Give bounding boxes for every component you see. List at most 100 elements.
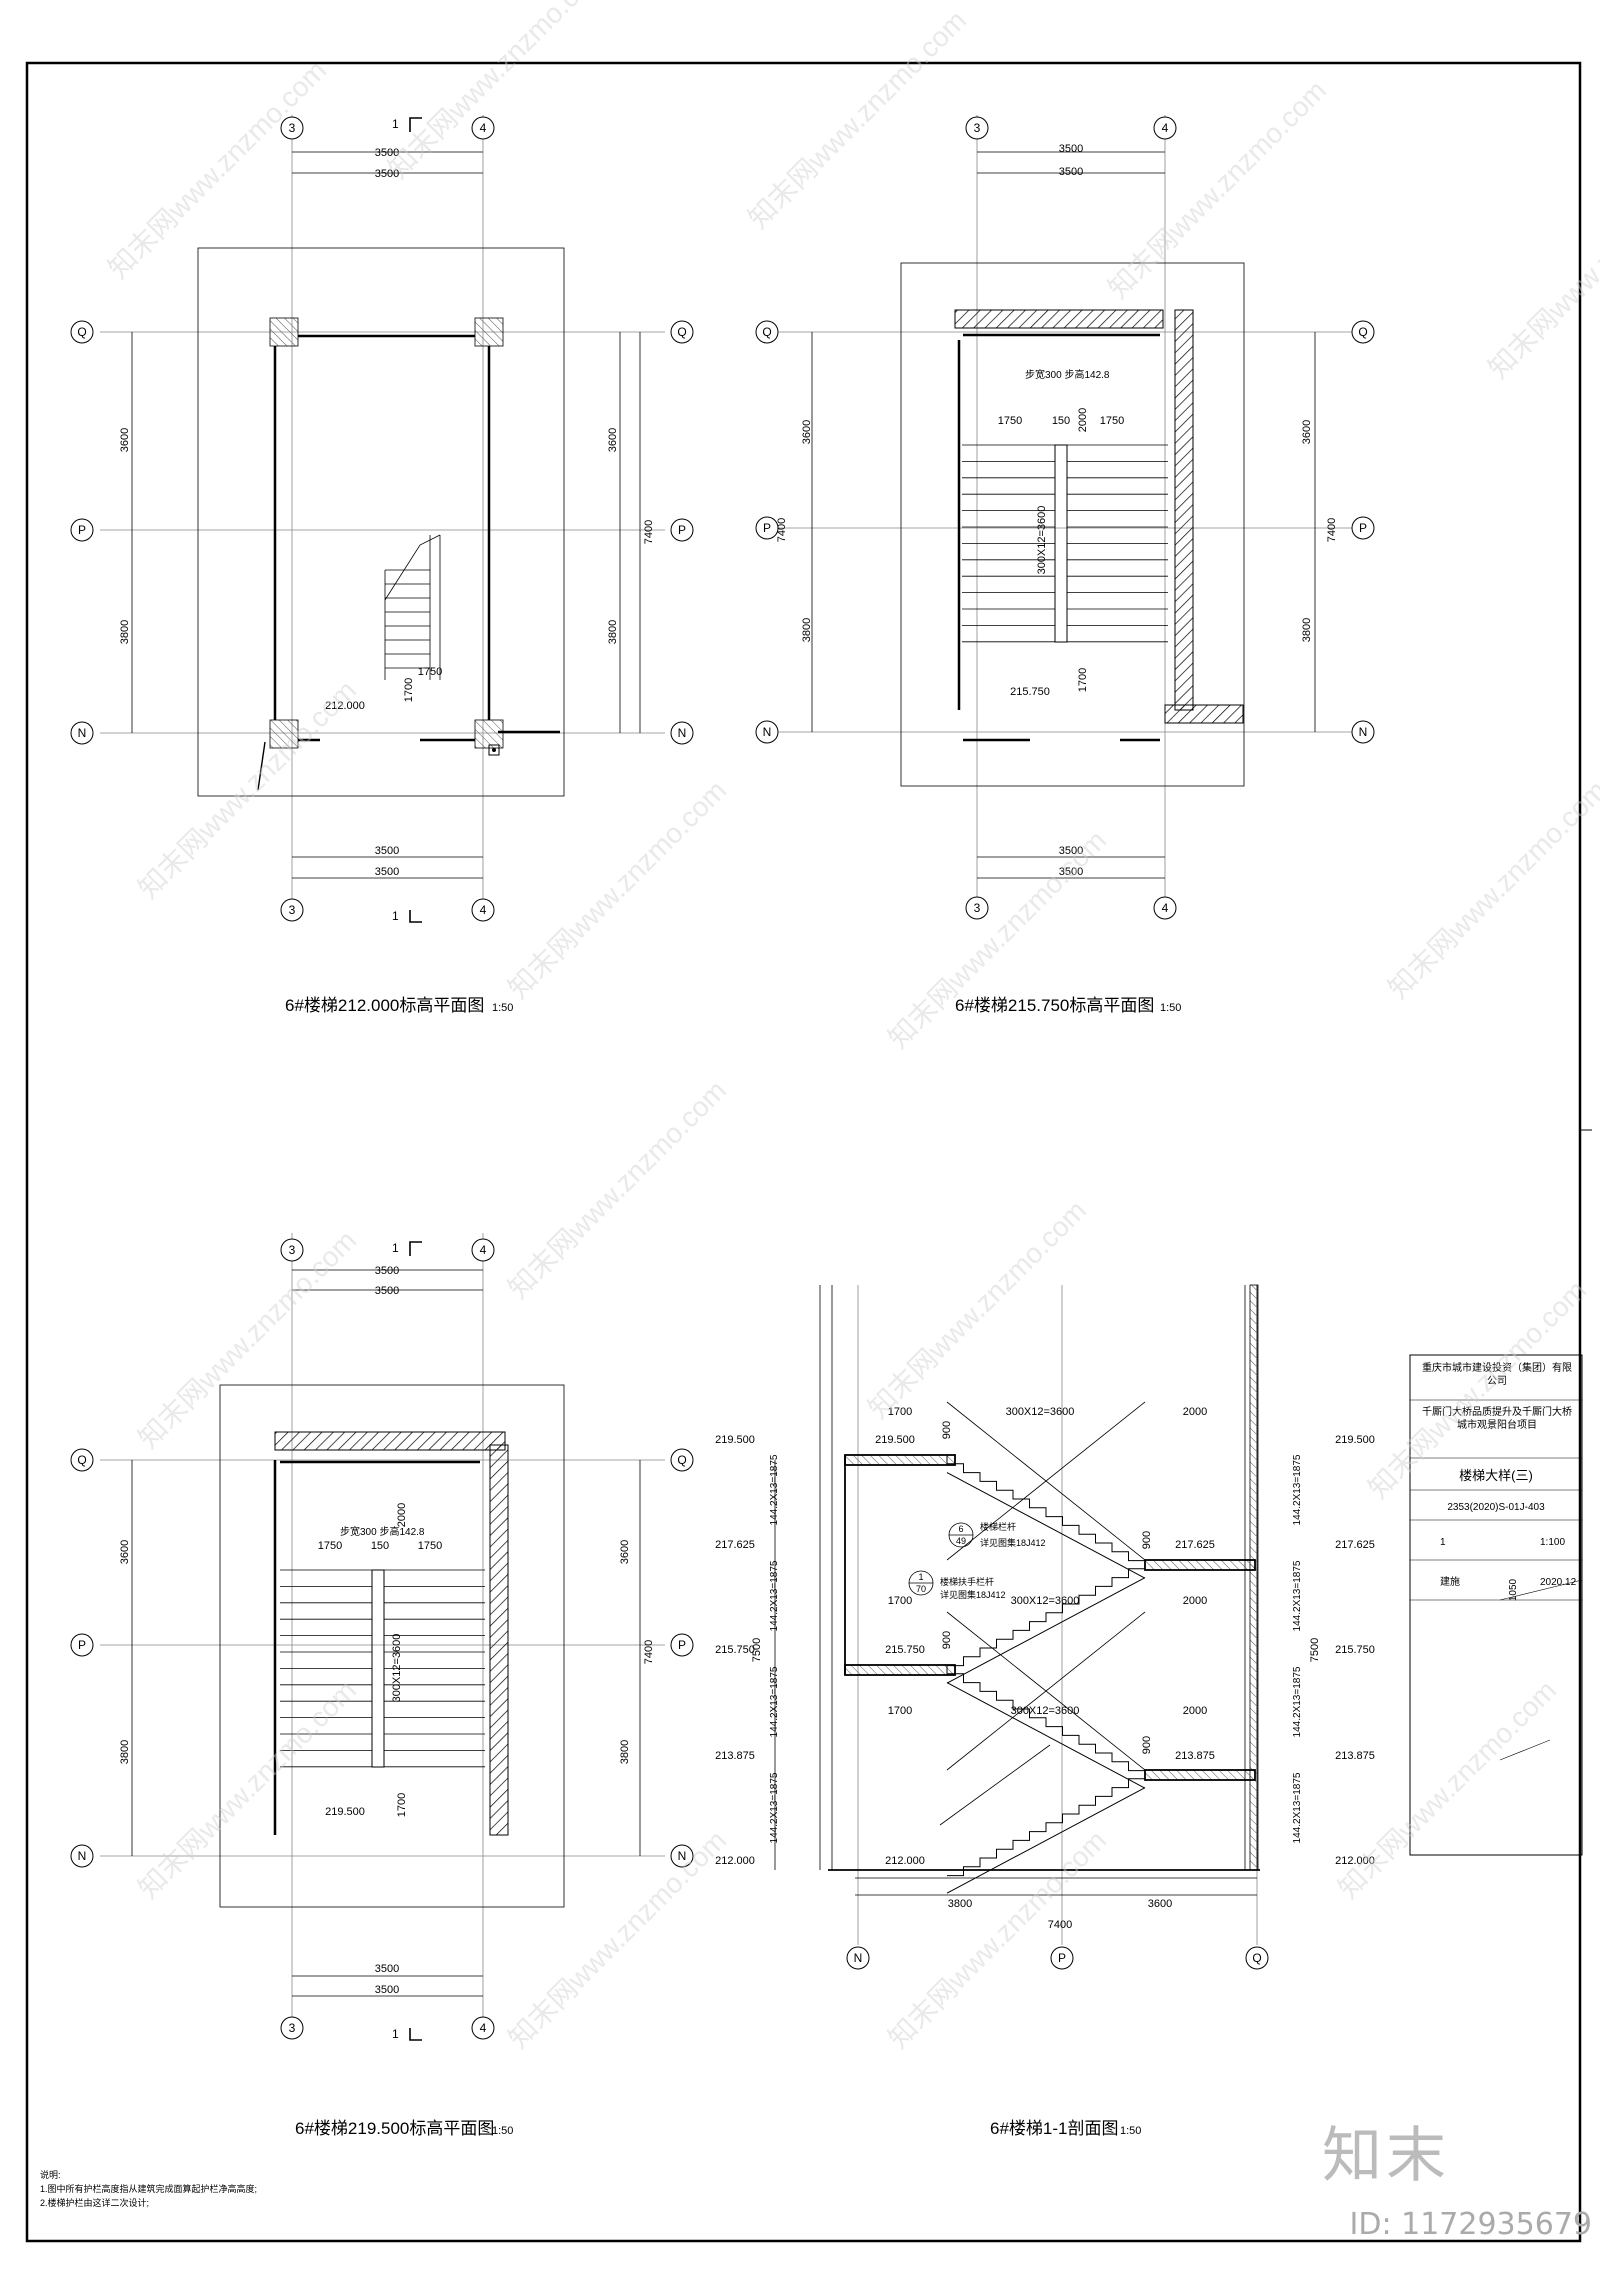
axis-bubble-p1-3: 4 — [471, 898, 495, 922]
axis-bubble-p2-2: 3 — [965, 896, 989, 920]
axis-bubble-sec-0: N — [846, 1946, 870, 1970]
tb-scale: 1:100 — [1540, 1537, 1565, 1548]
p2-dim-top1: 3500 — [1059, 143, 1083, 155]
sec-riser-l3: 144.2X13=1875 — [769, 1666, 780, 1737]
sec-lvl-i4: 213.875 — [1175, 1750, 1215, 1762]
svg-text:1: 1 — [392, 117, 399, 131]
axis-bubble-p1-row-2: N — [70, 721, 94, 745]
sec-riser-r2: 144.2X13=1875 — [1292, 1560, 1303, 1631]
p1-dim-top1: 3500 — [375, 147, 399, 159]
svg-text:4: 4 — [480, 2021, 487, 2035]
sec-rail-note: 楼梯栏杆 — [980, 1521, 1016, 1532]
p1-dim-3800-l: 3800 — [119, 620, 131, 644]
svg-text:4: 4 — [1162, 901, 1169, 915]
svg-text:3: 3 — [289, 903, 296, 917]
svg-text:N: N — [763, 725, 772, 739]
p3-dim-top1: 3500 — [375, 1265, 399, 1277]
sec-d900-1: 900 — [941, 1421, 953, 1439]
svg-text:3: 3 — [289, 1243, 296, 1257]
sec-d1700-3: 1700 — [888, 1705, 912, 1717]
p2-dim-150: 150 — [1052, 415, 1070, 427]
p2-dim-top2: 3500 — [1059, 166, 1083, 178]
sec-title: 6#楼梯1-1剖面图 — [990, 2119, 1118, 2138]
plan-212 — [100, 115, 665, 900]
svg-text:Q: Q — [1252, 1951, 1261, 1965]
p3-flight: 300X12=3600 — [391, 1634, 403, 1703]
axis-bubble-p2-1: 4 — [1153, 116, 1177, 140]
svg-text:N: N — [678, 1849, 687, 1863]
svg-text:N: N — [78, 1849, 87, 1863]
watermark-text: 知末网www.znzmo.com — [502, 1074, 732, 1304]
sec-dim-7400: 7400 — [1048, 1919, 1072, 1931]
sec-d2000-2: 2000 — [1183, 1595, 1207, 1607]
watermark-text: 知末网www.znzmo.com — [1102, 74, 1332, 304]
svg-text:N: N — [678, 726, 687, 740]
cut-mark-p1-bot: 1 — [392, 909, 422, 923]
p2-flight: 300X12=3600 — [1036, 506, 1048, 575]
sec-d2000-1: 2000 — [1183, 1406, 1207, 1418]
sec-flight-2: 300X12=3600 — [1011, 1595, 1080, 1607]
plan-215 — [760, 115, 1365, 900]
p1-dim-top2: 3500 — [375, 168, 399, 180]
p2-dim-3600-r: 3600 — [1301, 420, 1313, 444]
notes-line2: 2.楼梯护栏由这详二次设计; — [40, 2197, 149, 2208]
svg-text:P: P — [78, 523, 86, 537]
p2-dim-bot1: 3500 — [1059, 845, 1083, 857]
sec-lvl-l1: 219.500 — [715, 1434, 755, 1446]
cut-mark-p1-top: 1 — [392, 117, 422, 132]
axis-bubble-p2-0: 3 — [965, 116, 989, 140]
sec-lvl-l3: 215.750 — [715, 1644, 755, 1656]
axis-bubble-p3-0: 3 — [280, 1238, 304, 1262]
tb-size: 1050 — [1508, 1578, 1519, 1601]
p2-dim-1700: 1700 — [1077, 668, 1089, 692]
sec-riser-r4: 144.2X13=1875 — [1292, 1772, 1303, 1843]
sec-handrail-note: 楼梯扶手栏杆 — [940, 1576, 994, 1587]
sec-bubble1-top: 6 — [958, 1524, 963, 1534]
section-1-1 — [774, 1284, 1260, 1945]
axis-bubble-p3-row-5: N — [670, 1844, 694, 1868]
svg-text:1: 1 — [392, 909, 399, 923]
axis-bubble-p3-row-1: P — [70, 1633, 94, 1657]
sec-lvl-r5: 212.000 — [1335, 1855, 1375, 1867]
sec-lvl-r2: 217.625 — [1335, 1539, 1375, 1551]
sheet-border — [25, 61, 1582, 2243]
sec-bubble2-top: 1 — [918, 1572, 923, 1582]
p3-dim-7400: 7400 — [643, 1640, 655, 1664]
watermark-text: 知末网www.znzmo.com — [382, 0, 612, 184]
sec-flight-3: 300X12=3600 — [1011, 1705, 1080, 1717]
sec-lvl-l4: 213.875 — [715, 1750, 755, 1762]
axis-bubble-p2-row-3: Q — [1351, 320, 1375, 344]
svg-text:Q: Q — [762, 325, 771, 339]
p3-dim-3600-r: 3600 — [619, 1540, 631, 1564]
sec-d900-3: 900 — [941, 1631, 953, 1649]
axis-bubble-p2-row-4: P — [1351, 516, 1375, 540]
p3-dim-2000: 2000 — [396, 1503, 408, 1527]
axis-bubble-p2-row-1: P — [755, 516, 779, 540]
tb-date: 2020.12 — [1540, 1577, 1577, 1588]
axis-bubble-p3-1: 4 — [471, 1238, 495, 1262]
cut-mark-p3-top: 1 — [392, 1241, 422, 1256]
p3-dim-3800-r: 3800 — [619, 1740, 631, 1764]
svg-text:Q: Q — [677, 1453, 686, 1467]
sec-bubble1-bot: 49 — [956, 1536, 966, 1546]
p1-dim-3800-r: 3800 — [607, 620, 619, 644]
svg-text:P: P — [763, 521, 771, 535]
axis-bubble-p3-2: 3 — [280, 2016, 304, 2040]
watermark-text: 知末网www.znzmo.com — [132, 1674, 362, 1904]
p1-dim-3600-l: 3600 — [119, 428, 131, 452]
svg-text:P: P — [1058, 1951, 1066, 1965]
tb-discipline: 建施 — [1440, 1575, 1460, 1588]
notes-heading: 说明: — [40, 2169, 61, 2180]
axis-bubble-p1-row-0: Q — [70, 320, 94, 344]
svg-text:4: 4 — [480, 1243, 487, 1257]
axis-bubble-p2-row-0: Q — [755, 320, 779, 344]
sec-lvl-l5: 212.000 — [715, 1855, 755, 1867]
p1-dim-bot2: 3500 — [375, 866, 399, 878]
sec-rail-ref: 详见图集18J412 — [980, 1537, 1046, 1548]
p2-step-note: 步宽300 步高142.8 — [1025, 368, 1110, 381]
sec-riser-l2: 144.2X13=1875 — [769, 1560, 780, 1631]
p3-level: 219.500 — [325, 1806, 365, 1818]
sec-scale: 1:50 — [1120, 2125, 1141, 2137]
svg-text:1: 1 — [392, 2027, 399, 2041]
